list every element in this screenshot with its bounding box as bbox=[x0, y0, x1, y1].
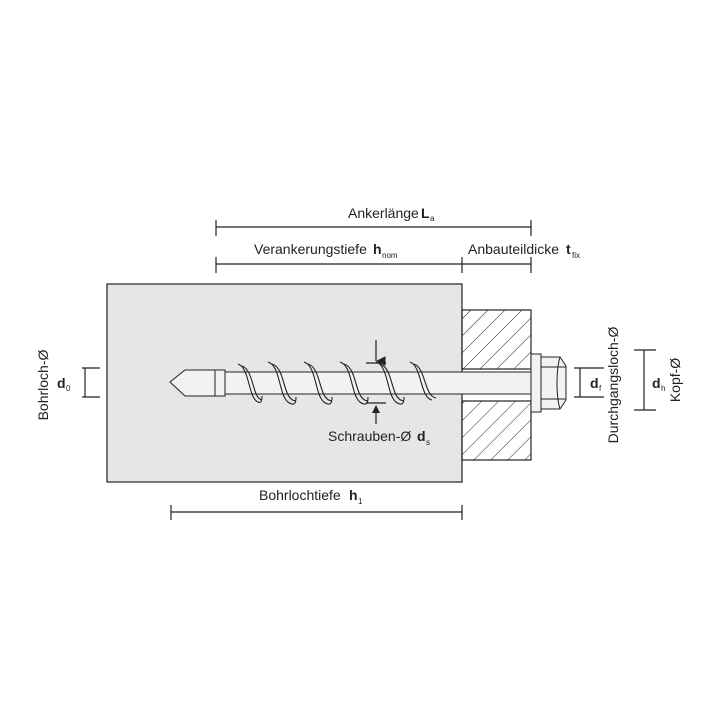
bohrloch-symbol: d bbox=[57, 375, 66, 391]
anbauteildicke-label: Anbauteildicke bbox=[468, 241, 559, 257]
svg-text:Ankerlänge: Ankerlänge bbox=[348, 205, 419, 221]
ankerlaenge-label: Ankerlänge bbox=[348, 205, 419, 221]
screw bbox=[169, 353, 567, 413]
durchgangsloch-label: Durchgangsloch-Ø bbox=[605, 327, 621, 444]
fixture-upper bbox=[461, 309, 532, 370]
schrauben-label: Schrauben-Ø bbox=[328, 428, 411, 444]
schrauben-subscript: s bbox=[426, 438, 430, 447]
bohrloch-subscript: 0 bbox=[66, 384, 71, 393]
verankerungstiefe-label: Verankerungstiefe bbox=[254, 241, 367, 257]
dim-verankerungstiefe: Verankerungstiefe h nom bbox=[215, 241, 463, 273]
kopf-symbol: d bbox=[652, 375, 661, 391]
ankerlaenge-symbol: L bbox=[421, 205, 430, 221]
dim-schrauben: Schrauben-Ø d s bbox=[328, 340, 430, 447]
bohrlochtiefe-subscript: 1 bbox=[358, 497, 363, 506]
kopf-label: Kopf-Ø bbox=[667, 358, 683, 402]
dim-anbauteildicke: Anbauteildicke t fix bbox=[462, 241, 580, 273]
schrauben-symbol: d bbox=[417, 428, 426, 444]
anbauteildicke-symbol: t bbox=[566, 241, 571, 257]
ankerlaenge-subscript: a bbox=[430, 214, 435, 223]
bohrloch-label: Bohrloch-Ø bbox=[35, 349, 51, 420]
dim-durchgangsloch: d f Durchgangsloch-Ø bbox=[574, 327, 621, 444]
dim-kopf: d h Kopf-Ø bbox=[634, 349, 683, 411]
verankerungstiefe-symbol: h bbox=[373, 241, 382, 257]
durchgangsloch-subscript: f bbox=[599, 384, 602, 393]
screw-thread bbox=[237, 361, 437, 405]
dim-ankerlaenge: Ankerlänge L a bbox=[215, 205, 532, 236]
hex-head bbox=[540, 356, 567, 410]
bohrlochtiefe-label: Bohrlochtiefe bbox=[259, 487, 341, 503]
anbauteildicke-subscript: fix bbox=[572, 251, 580, 260]
bohrlochtiefe-symbol: h bbox=[349, 487, 358, 503]
dim-bohrloch: d 0 Bohrloch-Ø bbox=[35, 349, 100, 420]
fixture-lower bbox=[461, 400, 532, 461]
durchgangsloch-symbol: d bbox=[590, 375, 599, 391]
washer bbox=[530, 353, 542, 413]
verankerungstiefe-subscript: nom bbox=[382, 251, 398, 260]
kopf-subscript: h bbox=[661, 384, 665, 393]
dim-bohrlochtiefe: Bohrlochtiefe h 1 bbox=[170, 487, 463, 520]
